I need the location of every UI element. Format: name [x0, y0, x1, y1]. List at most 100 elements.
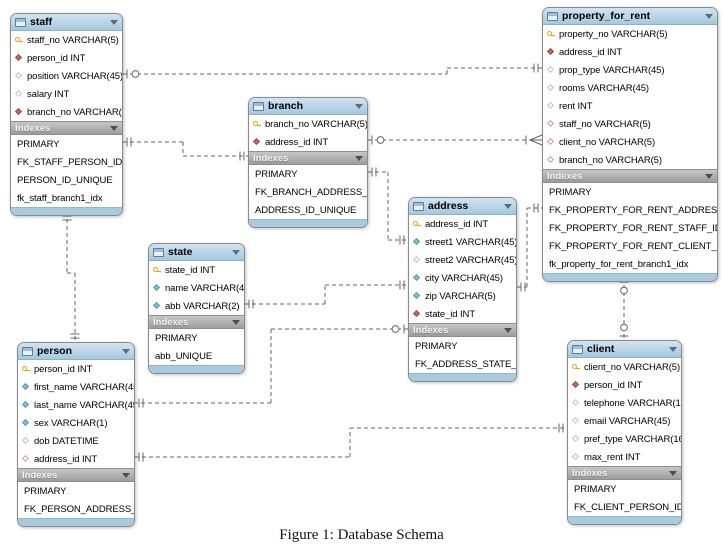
column-label: branch_no VARCHAR(5) — [27, 106, 122, 118]
collapse-arrow-icon[interactable] — [705, 173, 713, 179]
column-label: salary INT — [27, 88, 70, 100]
collapse-arrow-icon[interactable] — [110, 19, 118, 25]
indexes-label: Indexes — [153, 316, 189, 328]
indexes-header[interactable]: Indexes — [18, 468, 134, 482]
table-header-staff[interactable]: staff — [11, 14, 122, 31]
indexes-label: Indexes — [413, 324, 449, 336]
primary-key-icon — [547, 30, 555, 38]
collapse-arrow-icon[interactable] — [110, 125, 118, 131]
column-label: address_id INT — [425, 218, 489, 230]
relationship-person-client — [135, 423, 567, 462]
attr-column-icon — [153, 302, 161, 310]
table-footer — [149, 365, 244, 373]
fk-column-icon — [413, 310, 421, 318]
index-row: fk_property_for_rent_branch1_idx — [543, 255, 717, 273]
column-row: rent INT — [543, 97, 717, 115]
attr-column-icon — [153, 284, 161, 292]
column-label: client_no VARCHAR(5) — [584, 361, 681, 373]
collapse-arrow-icon[interactable] — [705, 13, 713, 19]
indexes-header[interactable]: Indexes — [543, 169, 717, 183]
relationship-state-address — [245, 280, 408, 309]
indexes-header[interactable]: Indexes — [149, 315, 244, 329]
column-row: branch_no VARCHAR(5) — [11, 103, 122, 121]
attr-column-icon — [413, 274, 421, 282]
table-header-state[interactable]: state — [149, 244, 244, 261]
index-row: PRIMARY — [249, 165, 367, 183]
table-header-client[interactable]: client — [568, 341, 681, 358]
collapse-arrow-icon[interactable] — [232, 249, 240, 255]
table-header-address[interactable]: address — [409, 198, 516, 215]
column-label: sex VARCHAR(1) — [34, 417, 108, 429]
column-row: zip VARCHAR(5) — [409, 287, 516, 305]
column-label: email VARCHAR(45) — [584, 415, 671, 427]
indexes-label: Indexes — [253, 152, 289, 164]
collapse-arrow-icon[interactable] — [232, 319, 240, 325]
table-footer — [543, 273, 717, 281]
collapse-arrow-icon[interactable] — [669, 470, 677, 476]
column-label: zip VARCHAR(5) — [425, 290, 496, 302]
table-footer — [409, 373, 516, 381]
relationship-staff-branch — [123, 137, 248, 161]
collapse-arrow-icon[interactable] — [122, 472, 130, 478]
collapse-arrow-icon[interactable] — [669, 346, 677, 352]
fk-column-icon — [253, 138, 261, 146]
column-row: property_no VARCHAR(5) — [543, 25, 717, 43]
table-icon — [572, 344, 583, 354]
column-row: max_rent INT — [568, 448, 681, 466]
fk-column-icon — [547, 48, 555, 56]
table-footer — [18, 518, 134, 526]
table-footer — [11, 207, 122, 215]
column-row: address_id INT — [409, 215, 516, 233]
table-header-branch[interactable]: branch — [249, 98, 367, 115]
column-row: email VARCHAR(45) — [568, 412, 681, 430]
table-title: staff — [30, 16, 53, 28]
indexes-header[interactable]: Indexes — [249, 151, 367, 165]
attr-null-column-icon — [547, 66, 555, 74]
column-label: name VARCHAR(45) — [165, 282, 244, 294]
column-row: staff_no VARCHAR(5) — [11, 31, 122, 49]
table-footer — [249, 219, 367, 227]
index-row: FK_CLIENT_PERSON_IDX — [568, 498, 681, 516]
indexes-label: Indexes — [572, 467, 608, 479]
attr-null-column-icon — [22, 437, 30, 445]
fk-column-icon — [572, 381, 580, 389]
primary-key-icon — [153, 266, 161, 274]
column-label: address_id INT — [265, 136, 329, 148]
indexes-header[interactable]: Indexes — [11, 121, 122, 135]
index-row: FK_PROPERTY_FOR_RENT_CLIENT_IDX — [543, 237, 717, 255]
table-icon — [22, 346, 33, 356]
column-row: state_id INT — [409, 305, 516, 323]
column-row: rooms VARCHAR(45) — [543, 79, 717, 97]
table-icon — [15, 17, 26, 27]
table-title: property_for_rent — [562, 10, 651, 22]
table-title: state — [168, 246, 193, 258]
table-icon — [413, 201, 424, 211]
indexes-header[interactable]: Indexes — [568, 466, 681, 480]
attr-column-icon — [413, 292, 421, 300]
collapse-arrow-icon[interactable] — [504, 203, 512, 209]
indexes-header[interactable]: Indexes — [409, 323, 516, 337]
indexes-label: Indexes — [22, 469, 58, 481]
index-row: FK_ADDRESS_STATE_IDX — [409, 355, 516, 373]
table-header-person[interactable]: person — [18, 343, 134, 360]
table-title: client — [587, 343, 615, 355]
primary-key-icon — [15, 36, 23, 44]
table-header-property_for_rent[interactable]: property_for_rent — [543, 8, 717, 25]
column-row: dob DATETIME — [18, 432, 134, 450]
index-row: FK_PROPERTY_FOR_RENT_STAFF_IDX — [543, 219, 717, 237]
collapse-arrow-icon[interactable] — [122, 348, 130, 354]
index-row: PRIMARY — [149, 329, 244, 347]
column-row: state_id INT — [149, 261, 244, 279]
table-title: address — [428, 200, 469, 212]
collapse-arrow-icon[interactable] — [355, 103, 363, 109]
collapse-arrow-icon[interactable] — [355, 155, 363, 161]
relationship-staff-property_for_rent — [123, 63, 542, 79]
collapse-arrow-icon[interactable] — [504, 327, 512, 333]
fk-null-column-icon — [547, 120, 555, 128]
